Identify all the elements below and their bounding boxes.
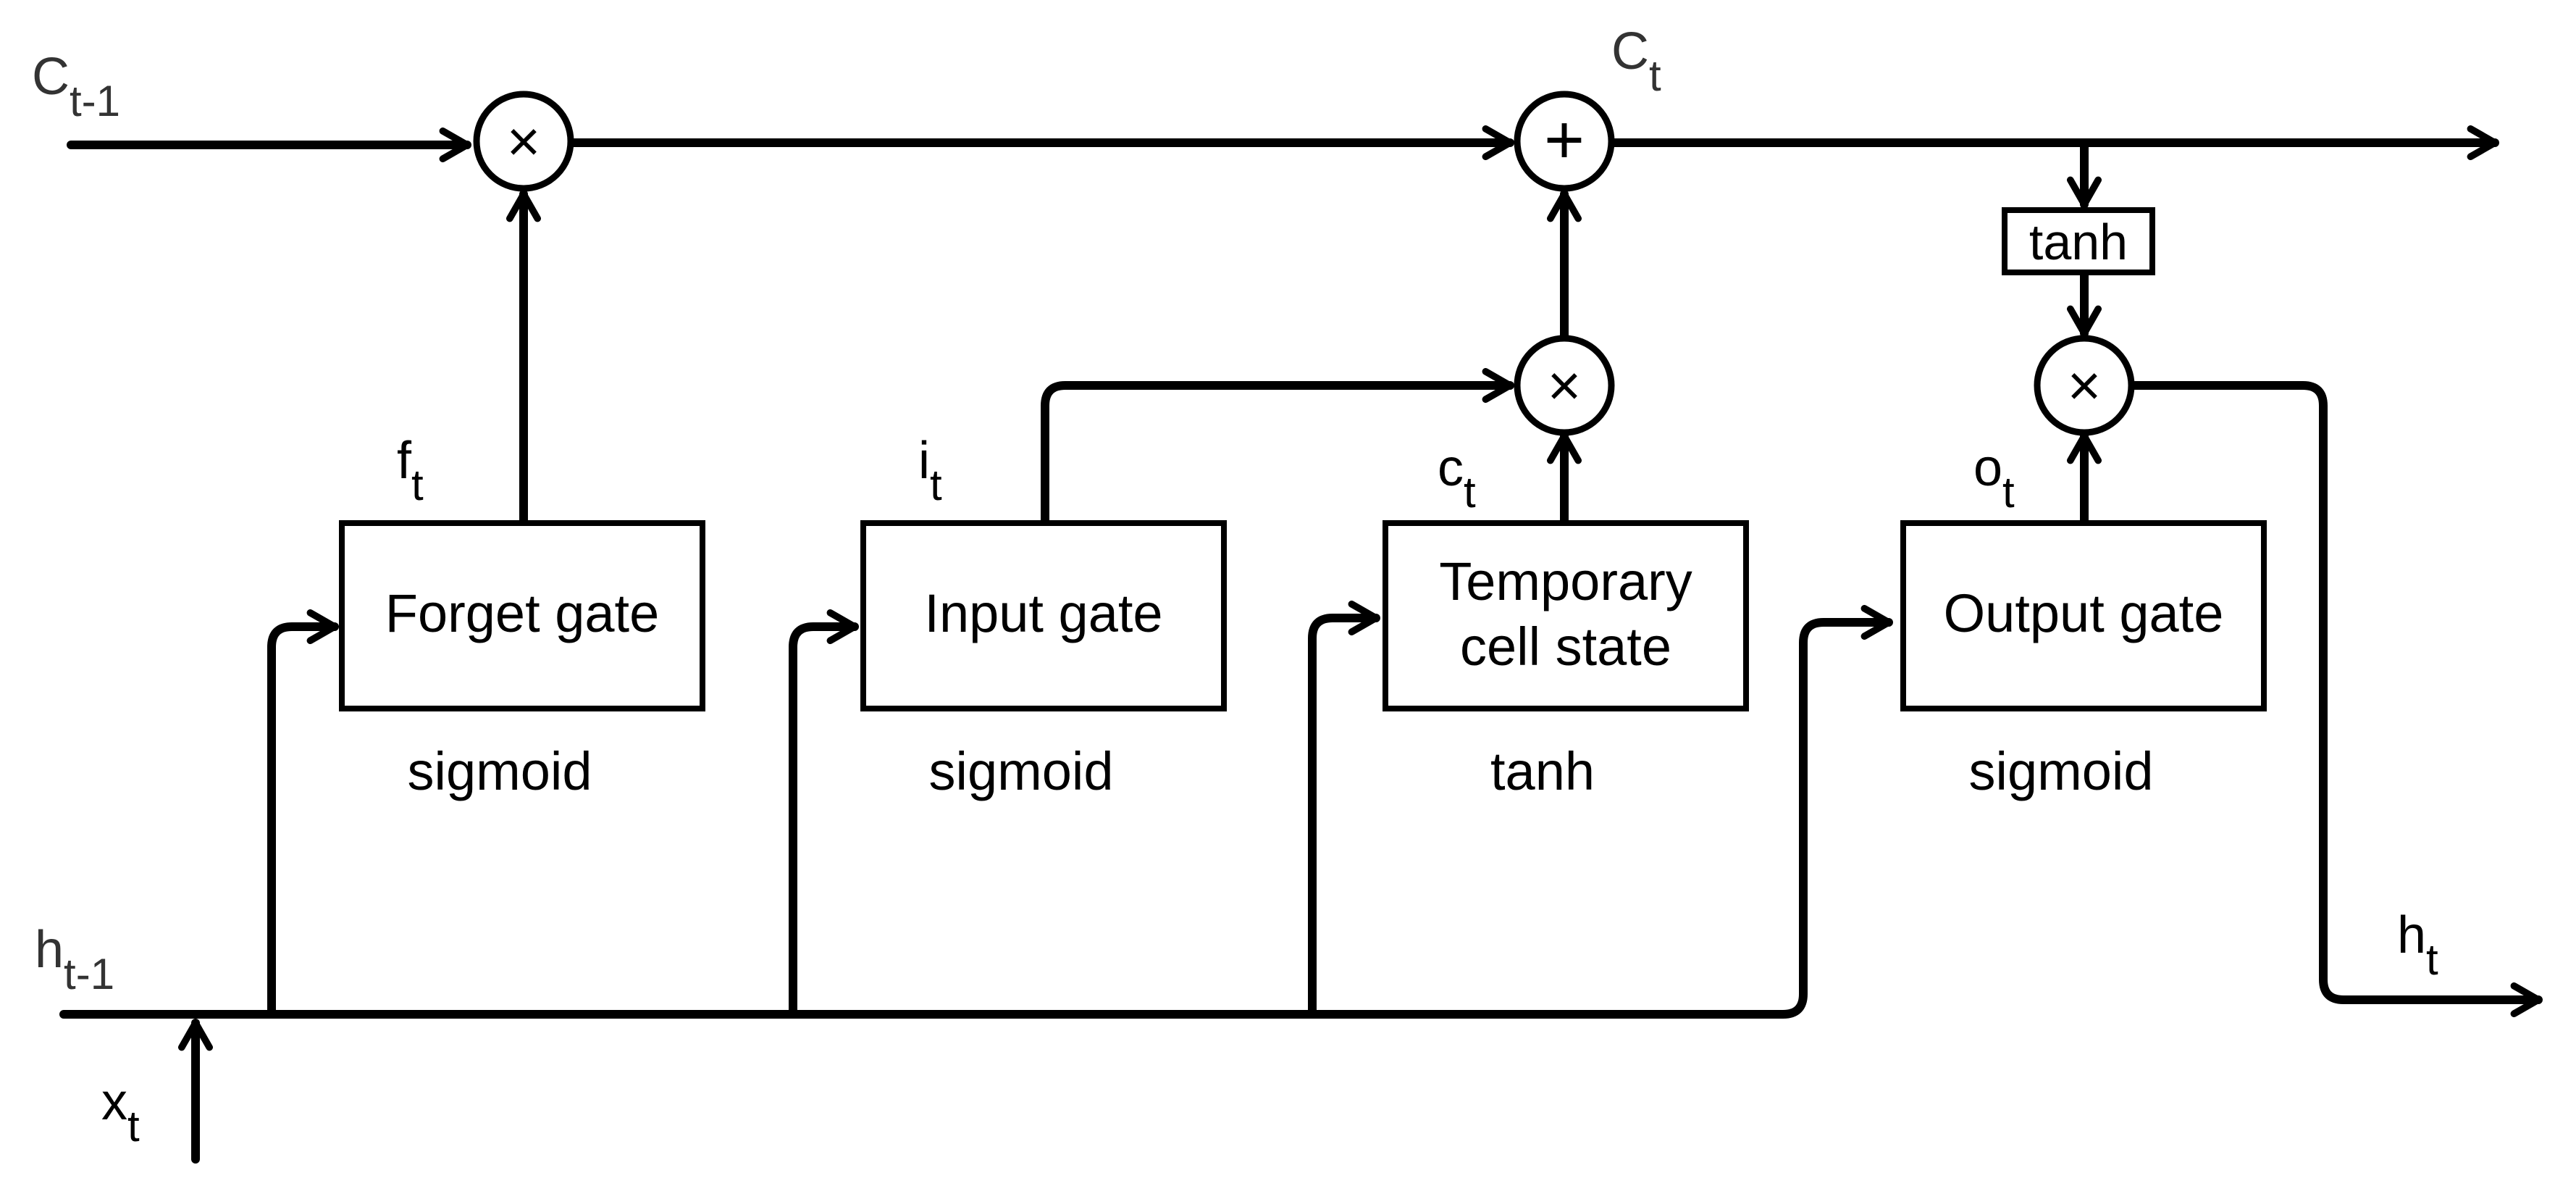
i-t-base: i (918, 432, 930, 490)
branch-to-forget-line (267, 609, 339, 1019)
h-prev-base: h (35, 921, 64, 979)
output-gate-box: Output gate sigmoid (1900, 520, 2267, 801)
input-to-multiply-line (1041, 367, 1514, 526)
c-prev-subscript: t-1 (70, 77, 120, 125)
forget-multiply-operator: × (473, 91, 574, 192)
temporary-cell-state-box: Temporary cell state tanh (1383, 520, 1749, 801)
x-t-base: x (101, 1073, 127, 1131)
candidate-c-t-label: ct (1438, 439, 1476, 517)
o-t-label: ot (1973, 439, 2015, 517)
tanh-box: tanh (2002, 207, 2155, 275)
i-t-label: it (918, 432, 942, 509)
output-gate-activation: sigmoid (1969, 741, 2154, 801)
branch-to-input-line (789, 609, 859, 1019)
temporary-cell-state-label-line2: cell state (1460, 617, 1671, 677)
multiply-to-ht-line (2131, 381, 2543, 1017)
input-multiply-operator: × (1514, 335, 1615, 436)
c-prev-label: Ct-1 (32, 48, 120, 125)
connections (59, 125, 2543, 1164)
i-t-subscript: t (930, 461, 942, 509)
x-t-subscript: t (127, 1102, 140, 1150)
input-gate-activation: sigmoid (929, 741, 1114, 801)
output-multiply-operator: × (2034, 335, 2135, 436)
input-gate-label: Input gate (924, 583, 1162, 643)
multiply-symbol: × (507, 109, 541, 174)
forget-gate-activation: sigmoid (408, 741, 592, 801)
forget-gate-box: Forget gate sigmoid (339, 520, 705, 801)
f-t-subscript: t (411, 461, 424, 509)
h-t-base: h (2397, 906, 2426, 964)
h-t-subscript: t (2426, 935, 2438, 984)
candidate-c-t-base: c (1438, 439, 1464, 497)
h-prev-label: ht-1 (35, 921, 114, 998)
add-operator: + (1514, 91, 1615, 192)
branch-to-temp-line (1308, 601, 1380, 1019)
h-t-label: ht (2397, 906, 2438, 984)
o-t-subscript: t (2002, 468, 2015, 517)
f-t-label: ft (397, 432, 424, 509)
c-prev-base: C (32, 48, 70, 106)
candidate-c-t-subscript: t (1464, 468, 1476, 517)
h-prev-subscript: t-1 (64, 950, 114, 998)
c-t-base: C (1611, 22, 1649, 80)
hidden-state-bus-line (59, 605, 1893, 1019)
forget-gate-label: Forget gate (385, 583, 659, 643)
tanh-label: tanh (2029, 214, 2128, 270)
multiply-symbol: × (1548, 354, 1582, 418)
plus-symbol: + (1544, 101, 1585, 179)
input-gate-box: Input gate sigmoid (860, 520, 1227, 801)
o-t-base: o (1973, 439, 2002, 497)
temporary-cell-state-label-line1: Temporary (1439, 551, 1692, 611)
x-t-label: xt (101, 1073, 140, 1150)
c-t-label: Ct (1611, 22, 1661, 100)
multiply-symbol: × (2068, 354, 2102, 418)
f-t-base: f (397, 432, 412, 490)
output-gate-label: Output gate (1944, 583, 2224, 643)
c-t-subscript: t (1649, 51, 1661, 100)
temporary-cell-state-activation: tanh (1490, 741, 1595, 801)
